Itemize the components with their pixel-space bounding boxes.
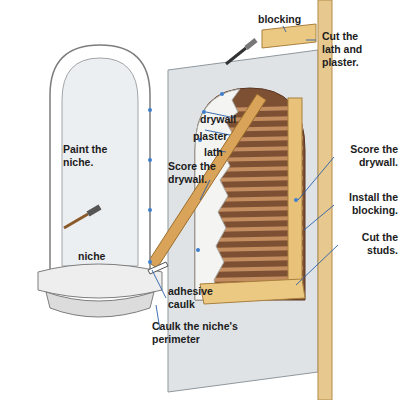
callout-label: lath (204, 146, 244, 159)
callout-label: Score the drywall. (334, 143, 398, 169)
callout-label: Cut the studs. (340, 231, 398, 257)
callout-label: Paint the niche. (63, 143, 119, 169)
caulk-nozzle (148, 262, 168, 274)
callout-label: blocking (258, 13, 318, 26)
brush (226, 48, 246, 64)
niche-face (62, 58, 138, 266)
callout-label: niche (78, 250, 118, 263)
callout-label: Caulk the niche's perimeter (152, 320, 252, 346)
blocking-piece (262, 24, 316, 48)
brush-bristles (246, 40, 256, 48)
niche-body (50, 45, 150, 272)
paint-brush (64, 214, 88, 228)
paint-brush-bristles (88, 207, 100, 214)
callout-label: Score the drywall. (168, 160, 228, 186)
callout-label: adhesive caulk (168, 285, 224, 311)
niche-shelf (38, 264, 162, 298)
callout-label: Install the blocking. (334, 191, 398, 217)
brace-board (148, 94, 266, 268)
caulk-dots (148, 108, 152, 264)
callout-label: Cut the lath and plaster. (322, 30, 376, 69)
niche-bracket (46, 292, 154, 317)
leader-lines (152, 26, 338, 330)
callout-label: plaster (193, 130, 243, 143)
callout-label: drywall (200, 113, 250, 126)
blocking-piece (200, 279, 305, 304)
